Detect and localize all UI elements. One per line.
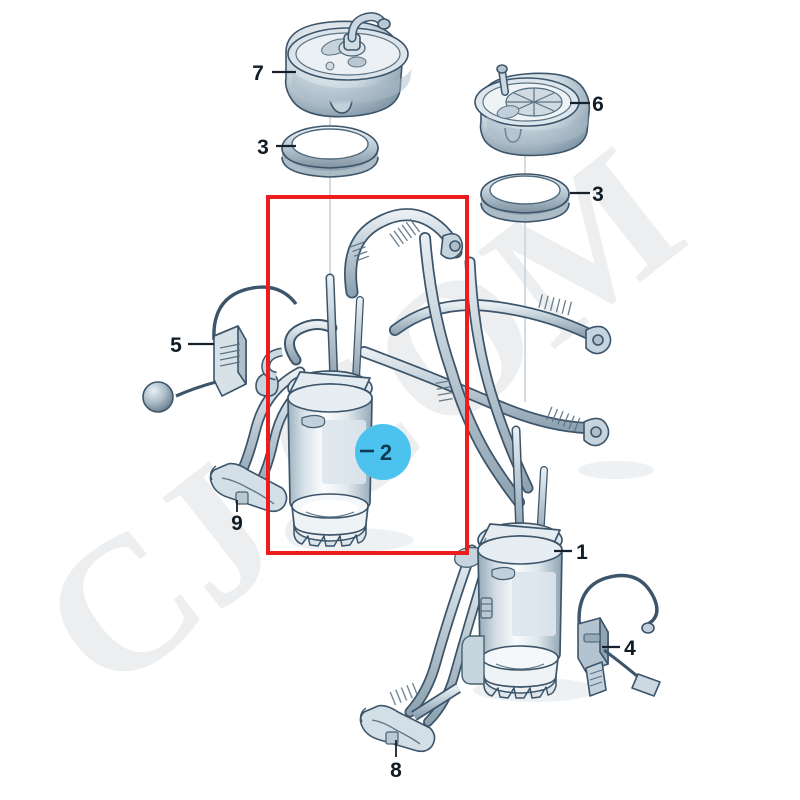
part-9-fuel-line-connector [209, 462, 288, 513]
callout-label-3-left: 3 [257, 136, 269, 159]
part-3-sealing-ring-left [281, 125, 379, 178]
selected-marker-circle[interactable] [355, 424, 411, 480]
highlight-rectangle [266, 195, 469, 555]
callout-label-4: 4 [624, 637, 636, 660]
hose-corrugations [350, 218, 581, 706]
part-6-sender-flange-cover [474, 64, 591, 157]
selected-marker-label: 2 [380, 440, 392, 465]
callout-label-7: 7 [252, 62, 264, 85]
selected-part-marker[interactable]: 2 [355, 424, 411, 480]
callout-leaders [188, 70, 620, 757]
part-4-wiring-harness-plug [577, 573, 661, 697]
callout-label-6: 6 [592, 93, 604, 116]
callout-label-1: 1 [576, 541, 588, 564]
part-2-fuel-pump [287, 370, 373, 547]
callout-numbers: 7 6 3 3 5 1 9 4 8 [170, 62, 636, 782]
callout-label-3-right: 3 [592, 183, 604, 206]
callout-label-5: 5 [170, 334, 182, 357]
part-5-level-sender [142, 285, 298, 413]
part-1-fuel-pump [454, 522, 563, 699]
part-7-pump-flange-cover [284, 12, 412, 118]
part-8-fuel-line-connector [359, 683, 461, 753]
callout-label-9: 9 [231, 512, 243, 535]
callout-label-8: 8 [390, 759, 402, 782]
part-3-sealing-ring-right [480, 173, 570, 223]
